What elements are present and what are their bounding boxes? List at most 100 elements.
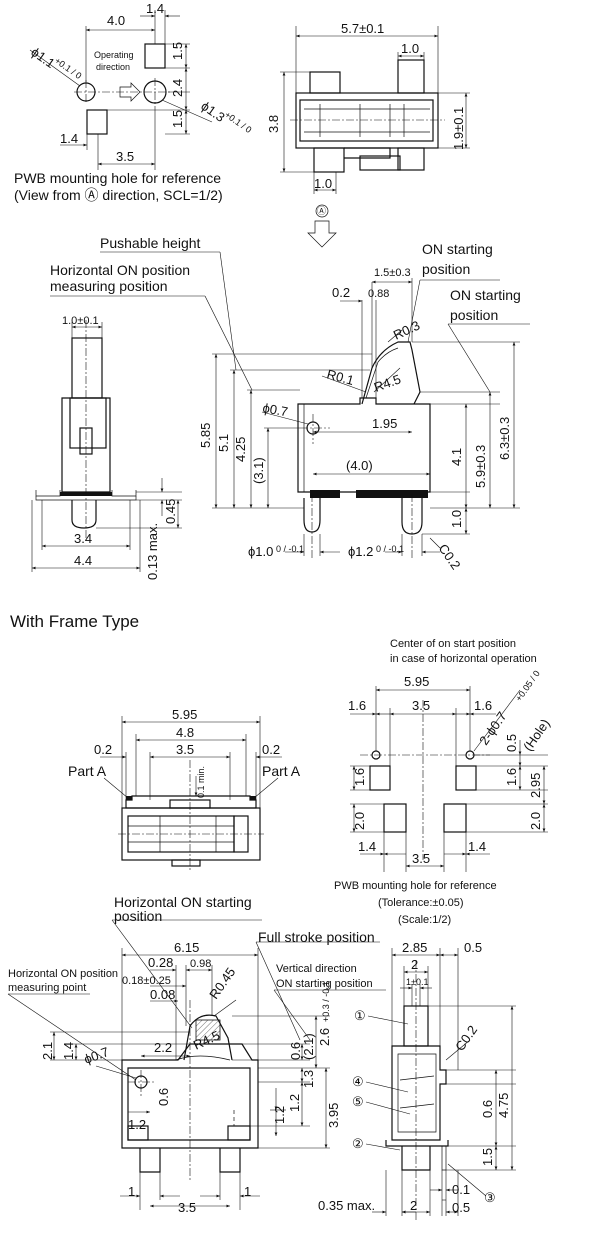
pwb-frame-caption-2: (Tolerance:±0.05) bbox=[378, 897, 464, 909]
fs-dim-2-6: 2.6 bbox=[317, 1028, 332, 1046]
center-note-line1: Center of on start position bbox=[390, 638, 516, 650]
fs-dim-6-15: 6.15 bbox=[174, 940, 199, 955]
fe-dim-c0-2: C0.2 bbox=[452, 1023, 480, 1054]
dim-1-0-top: 1.0 bbox=[401, 41, 419, 56]
fs-dim-3-95: 3.95 bbox=[326, 1103, 341, 1128]
dim-r0-3: R0.3 bbox=[391, 318, 422, 343]
fs-dim-2-2: 2.2 bbox=[154, 1040, 172, 1055]
dim-0-13-max: 0.13 max. bbox=[145, 523, 160, 580]
fe-dim-1: 1±0.1 bbox=[406, 977, 428, 987]
pwb-hole-tolerance: +0.05 / 0 bbox=[513, 669, 541, 704]
fs-dim-1-2-a: 1.2 bbox=[287, 1094, 302, 1112]
label-vertical-start-2: ON starting position bbox=[276, 978, 373, 990]
dim-1-9: 1.9±0.1 bbox=[451, 107, 466, 150]
frame-dim-0-1-min: 0.1 min. bbox=[196, 766, 206, 798]
top-view: 5.7±0.1 1.0 3.8 1.9±0.1 1.0 Ⓐ bbox=[266, 21, 470, 248]
fs-dim-1-4: 1.4 bbox=[61, 1042, 76, 1060]
frame-dim-5-95: 5.95 bbox=[172, 707, 197, 722]
pwb-frame-caption-3: (Scale:1/2) bbox=[398, 914, 451, 926]
section-title-frame: With Frame Type bbox=[10, 612, 139, 631]
pwb-dim-1-6-vright: 1.6 bbox=[504, 768, 519, 786]
fs-dim-0-28: 0.28 bbox=[148, 955, 173, 970]
dim-4-0-paren: (4.0) bbox=[346, 458, 373, 473]
label-horizontal-on-start-2: position bbox=[114, 908, 162, 924]
view-marker-a: Ⓐ bbox=[317, 206, 326, 216]
dim-4-25: 4.25 bbox=[233, 437, 248, 462]
label-on-start-1b: position bbox=[422, 261, 470, 277]
pin-right-diameter: ϕ1.2 bbox=[348, 544, 373, 559]
fs-dim-2-1-paren: (2.1) bbox=[301, 1033, 316, 1060]
dim-phi-0-7: ϕ0.7 bbox=[261, 400, 289, 419]
pwb-dim-1-6-left: 1.6 bbox=[348, 698, 366, 713]
label-measuring-point-1: Horizontal ON position bbox=[8, 968, 118, 980]
dim-2-4: 2.4 bbox=[170, 79, 185, 97]
fe-dim-2-top: 2 bbox=[411, 957, 418, 972]
dim-3-4: 3.4 bbox=[74, 531, 92, 546]
dim-3-5: 3.5 bbox=[116, 149, 134, 164]
fs-dim-0-18: 0.18±0.25 bbox=[122, 975, 171, 987]
pwb-hole-view: 4.0 1.4 1.5 2.4 1.5 1.4 3.5 ϕ1.1 +0.1 / … bbox=[14, 1, 253, 203]
pwb-dim-1-4-left: 1.4 bbox=[358, 839, 376, 854]
pwb-dim-3-5-bottom: 3.5 bbox=[412, 851, 430, 866]
fs-dim-2-6-tolerance: +0.3 / -0.1 bbox=[321, 981, 331, 1022]
pwb-dim-0-5: 0.5 bbox=[504, 734, 519, 752]
pad-rect-top bbox=[144, 43, 166, 69]
label-on-start-2b: position bbox=[450, 307, 498, 323]
fs-dim-0-98: 0.98 bbox=[190, 958, 211, 970]
pwb-caption-line1: PWB mounting hole for reference bbox=[14, 170, 221, 186]
fe-dim-0-5-bottom: 0.5 bbox=[452, 1200, 470, 1215]
label-horizontal-on-1: Horizontal ON position bbox=[50, 262, 190, 278]
hole-right-tolerance: +0.1 / 0 bbox=[223, 109, 254, 135]
dim-1-0-end: 1.0±0.1 bbox=[62, 315, 99, 327]
dim-4-0: 4.0 bbox=[107, 13, 125, 28]
fs-dim-0-08: 0.08 bbox=[150, 987, 175, 1002]
dim-0-45: 0.45 bbox=[163, 499, 178, 524]
callout-2: ② bbox=[352, 1136, 364, 1151]
dim-4-4: 4.4 bbox=[74, 553, 92, 568]
frame-side-view: Horizontal ON starting position Full str… bbox=[7, 894, 386, 1215]
dim-3-8: 3.8 bbox=[266, 115, 281, 133]
part-a-left: Part A bbox=[68, 763, 107, 779]
part-a-right: Part A bbox=[262, 763, 301, 779]
label-full-stroke: Full stroke position bbox=[258, 929, 375, 945]
pin-right-tolerance: 0 / -0.1 bbox=[376, 544, 404, 554]
fe-dim-0-6: 0.6 bbox=[480, 1100, 495, 1118]
actuator bbox=[361, 341, 421, 405]
label-measuring-point-2: measuring point bbox=[8, 982, 86, 994]
fe-dim-2-bottom: 2 bbox=[410, 1198, 417, 1213]
dim-c0-2: C0.2 bbox=[436, 541, 464, 572]
frame-pwb-hole-view: Center of on start position in case of h… bbox=[334, 638, 553, 926]
pwb-hole-label: (Hole) bbox=[520, 716, 553, 754]
pad-rect-bottom bbox=[86, 109, 108, 135]
callout-4: ④ bbox=[352, 1074, 364, 1089]
dim-5-9: 5.9±0.3 bbox=[473, 445, 488, 488]
frame-dim-4-8: 4.8 bbox=[176, 725, 194, 740]
side-view: Pushable height Horizontal ON position m… bbox=[50, 235, 530, 572]
fe-dim-1-5: 1.5 bbox=[480, 1148, 495, 1166]
dim-1-0-pin: 1.0 bbox=[449, 510, 464, 528]
dim-5-7: 5.7±0.1 bbox=[341, 21, 384, 36]
operating-direction-line2: direction bbox=[96, 62, 130, 72]
pin-left-diameter: ϕ1.0 bbox=[248, 544, 273, 559]
dim-r0-1: R0.1 bbox=[325, 366, 355, 388]
dim-1-4-bottom: 1.4 bbox=[60, 131, 78, 146]
fe-dim-0-5-top: 0.5 bbox=[464, 940, 482, 955]
dim-1-5: 1.5±0.3 bbox=[374, 267, 411, 279]
dim-1-0-bottom: 1.0 bbox=[314, 176, 332, 191]
fs-dim-1-2-c: 1.2 bbox=[128, 1117, 146, 1132]
fe-dim-0-35-max: 0.35 max. bbox=[318, 1198, 375, 1213]
dim-r4-5: R4.5 bbox=[372, 371, 403, 394]
callout-5: ⑤ bbox=[352, 1094, 364, 1109]
label-horizontal-on-2: measuring position bbox=[50, 278, 168, 294]
hole-right-diameter: ϕ1.3 bbox=[198, 98, 227, 125]
pwb-dim-2-0-left: 2.0 bbox=[352, 812, 367, 830]
pwb-dim-1-6-right: 1.6 bbox=[474, 698, 492, 713]
label-pushable-height: Pushable height bbox=[100, 235, 201, 251]
fs-dim-2-1: 2.1 bbox=[40, 1042, 55, 1060]
pin-left-tolerance: 0 / -0.1 bbox=[276, 544, 304, 554]
fs-dim-3-5: 3.5 bbox=[178, 1200, 196, 1215]
fs-dim-1-3: 1.3 bbox=[301, 1070, 316, 1088]
label-vertical-start-1: Vertical direction bbox=[276, 963, 357, 975]
dim-1-5-b: 1.5 bbox=[170, 110, 185, 128]
